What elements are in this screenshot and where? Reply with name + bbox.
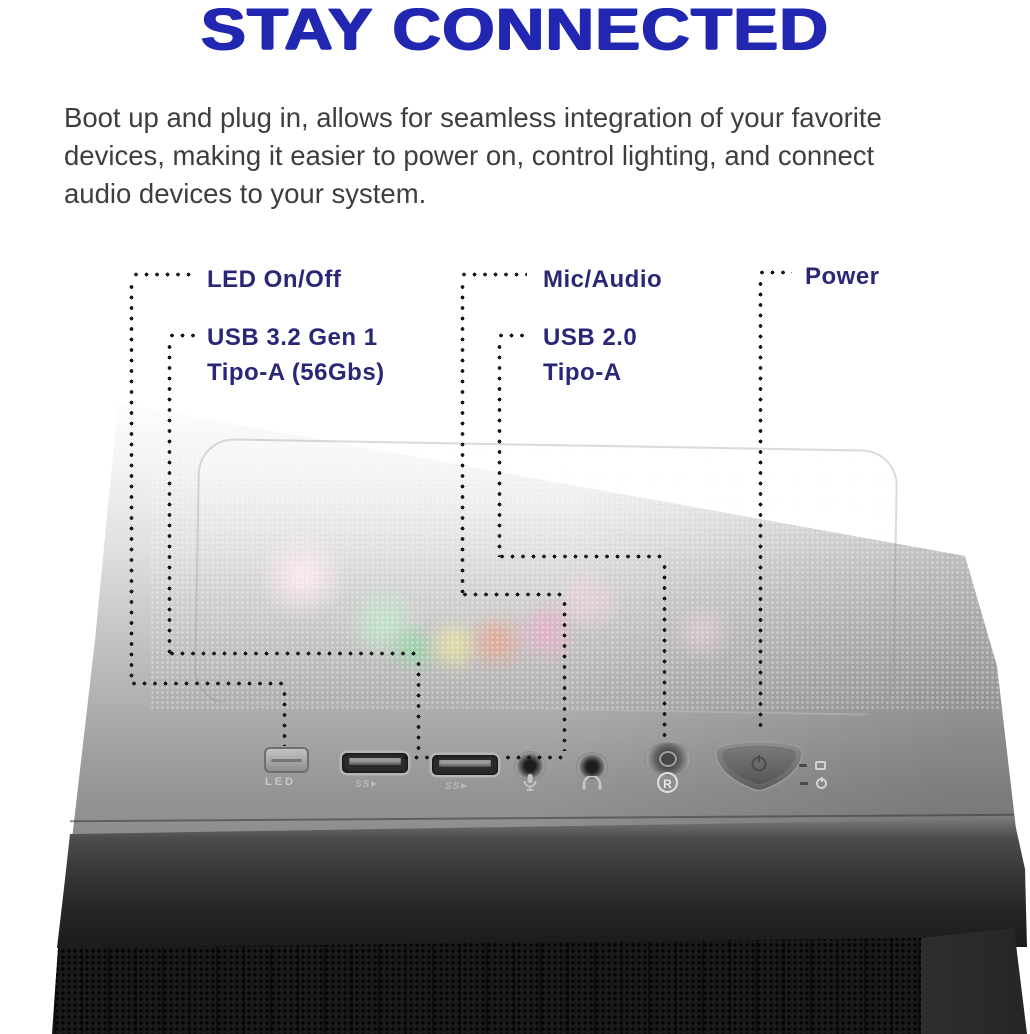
callout-label-usb20: USB 2.0 Tipo-A [543, 320, 637, 390]
hdd-led-icon [815, 761, 826, 770]
intro-line-2: devices, making it easier to power on, c… [64, 140, 875, 171]
hdd-led-dot [799, 764, 807, 767]
intro-line-3: audio devices to your system. [64, 178, 427, 209]
callout-leader-line [401, 755, 438, 760]
power-led-dot [800, 782, 808, 785]
callout-leader-line [282, 689, 287, 746]
callout-leader-line [496, 333, 527, 338]
power-indicator [800, 777, 827, 789]
intro-line-1: Boot up and plug in, allows for seamless… [64, 102, 882, 133]
callout-leader-line [497, 554, 668, 559]
intro-paragraph: Boot up and plug in, allows for seamless… [64, 99, 882, 213]
power-led-icon [816, 777, 827, 789]
callout-leader-line [167, 651, 422, 656]
callout-label-power: Power [805, 263, 880, 290]
callout-leader-line [416, 659, 421, 753]
usb-tongue [439, 760, 491, 767]
callout-leader-line [460, 592, 568, 597]
headphone-icon [582, 776, 602, 790]
led-button-label: LED [265, 776, 296, 788]
led-button [264, 747, 309, 773]
usb-port-2 [432, 755, 498, 775]
rgb-glow-faint-pink [668, 606, 738, 658]
callout-leader-line [503, 755, 566, 760]
usb-tongue [349, 758, 401, 765]
callout-leader-line [562, 599, 567, 751]
reset-button [644, 742, 692, 776]
callout-leader-line [497, 342, 502, 557]
callout-label-usb32-line1: USB 3.2 Gen 1 [207, 324, 378, 351]
callout-label-mic: Mic/Audio [543, 266, 663, 293]
reset-r-badge: R [657, 772, 678, 793]
page-title: STAY CONNECTED [200, 0, 830, 62]
top-vent-panel [193, 437, 899, 717]
callout-leader-line [460, 282, 465, 594]
usb-port-1 [342, 753, 408, 773]
mic-icon [523, 774, 537, 791]
hdd-indicator [799, 761, 826, 770]
top-mesh-texture [150, 450, 1000, 710]
rgb-glow-light-pink [556, 568, 622, 634]
callout-leader-line [131, 272, 197, 277]
callout-leader-line [129, 681, 287, 686]
callout-leader-line [167, 342, 172, 654]
usb-superspeed-icon: SS [355, 779, 378, 790]
power-shield-button [715, 740, 803, 792]
callout-leader-line [129, 282, 134, 684]
callout-leader-line [167, 333, 200, 338]
headphone-jack [576, 752, 608, 782]
callout-label-led: LED On/Off [207, 266, 342, 293]
callout-label-usb20-line2: Tipo-A [543, 359, 622, 386]
callout-leader-line [459, 272, 527, 277]
callout-leader-line [662, 562, 667, 738]
callout-label-usb32-line2: Tipo-A (56Gbs) [207, 359, 385, 386]
usb-superspeed-icon: SS [445, 781, 468, 792]
callout-label-usb20-line1: USB 2.0 [543, 324, 638, 351]
callout-leader-line [757, 270, 792, 275]
callout-leader-line [758, 279, 763, 727]
rgb-glow-white-pink [255, 530, 350, 620]
callout-label-usb32: USB 3.2 Gen 1 Tipo-A (56Gbs) [207, 320, 385, 390]
